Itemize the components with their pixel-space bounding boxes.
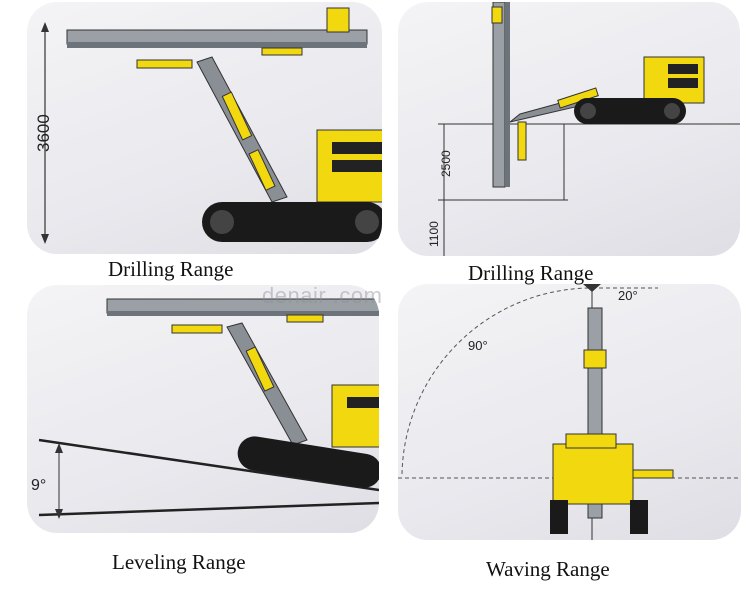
angle-label-left: 90°: [468, 338, 488, 353]
dimension-label: 3600: [34, 114, 53, 152]
panel-waving-range: 90° 20°: [398, 284, 741, 540]
angle-label: 9°: [31, 477, 46, 494]
angle-label-right: 20°: [618, 288, 638, 303]
watermark-text: denair .com: [262, 283, 383, 308]
dimension-label-upper: 2500: [439, 150, 453, 177]
caption-drilling-range-1: Drilling Range: [108, 257, 234, 281]
caption-leveling-range: Leveling Range: [112, 550, 246, 574]
caption-waving-range: Waving Range: [486, 557, 610, 581]
drill-rig-waving-illustration: 90° 20°: [398, 284, 741, 540]
dimension-label-lower: 1100: [427, 221, 441, 247]
drill-rig-vertical-illustration: 2500 1100: [427, 2, 740, 256]
drill-rig-leveling-illustration: 9°: [31, 298, 379, 519]
panel-drilling-range-horizontal: 3600: [27, 2, 382, 254]
panel-drilling-range-vertical: 2500 1100: [398, 2, 740, 256]
panel-leveling-range: 9°: [27, 285, 379, 533]
drill-rig-horizontal-illustration: 3600: [34, 7, 382, 244]
caption-drilling-range-2: Drilling Range: [468, 261, 594, 285]
